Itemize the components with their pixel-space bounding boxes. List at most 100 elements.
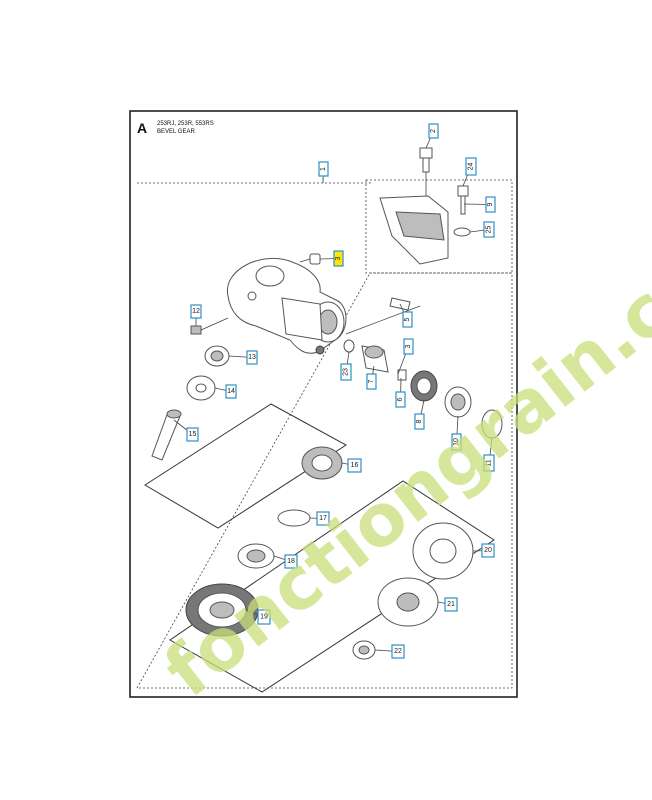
callout-box [403,338,414,355]
screw-12 [190,317,229,335]
lower-left-frame [144,403,347,529]
callout-box [284,554,298,569]
callout-box [444,597,458,612]
disc-21 [377,577,439,627]
callout-label: 9 [487,202,494,206]
callout-box [318,161,329,177]
callout-box [451,433,462,451]
callout-7: 7 [366,365,377,390]
callout-box [391,644,405,659]
callout-box [366,373,377,390]
callout-box [485,196,496,213]
callout-label: 16 [351,462,359,469]
callout-label: 20 [484,547,492,554]
callout-label: 17 [319,515,327,522]
callout-box [190,304,202,319]
callout-label: 3 [405,344,412,348]
callout-14: 14 [214,384,237,399]
bearing-8 [410,370,438,402]
callout-label: 7 [368,379,375,383]
callout-22: 22 [374,644,405,659]
callout-20: 20 [472,543,495,558]
callout-1: 1 [318,161,329,184]
washer-25 [453,227,471,237]
spindle-7 [345,305,421,373]
callout-5: 5 [399,303,413,328]
callout-box [225,384,237,399]
diagram-subtitle: BEVEL GEAR [157,129,195,135]
key-6 [397,369,407,381]
callout-label: 3 [335,256,342,260]
callout-box [186,427,199,442]
callout-box [333,250,344,267]
callout-label: 6 [397,397,404,401]
callout-9: 9 [463,196,496,213]
callout-label: 11 [486,459,493,466]
callout-box [481,543,495,558]
callout-13: 13 [228,350,258,365]
callout-3: 3 [319,250,344,267]
callout-label: 24 [468,163,475,171]
callout-box [257,609,271,625]
bearing-13 [204,345,230,367]
callout-label: 25 [486,226,493,234]
callout-18: 18 [273,554,298,569]
gear-housing [226,257,347,355]
clamp-bracket [379,195,449,265]
callout-6: 6 [395,377,406,408]
callout-3: 3 [397,338,414,375]
callout-24: 24 [462,157,477,187]
circlip-17 [277,509,311,527]
callout-16: 16 [341,458,362,473]
callout-box [246,350,258,365]
model-list: 253RJ, 253R, 553RS [157,121,214,127]
callout-box [316,511,330,526]
callout-label: 23 [343,368,350,376]
callout-label: 18 [287,558,295,565]
diagram-frame [129,110,518,698]
callout-box [483,454,495,472]
callout-label: 10 [453,438,460,446]
callout-box [465,157,477,176]
callout-label: 12 [192,308,200,315]
callout-label: 2 [430,129,437,133]
callout-label: 21 [447,601,455,608]
callout-8: 8 [414,399,425,430]
subassembly-boundary [365,179,513,274]
watermark: fonctiongrain.com [149,191,652,713]
callout-15: 15 [173,419,199,442]
callout-21: 21 [437,597,458,612]
callout-12: 12 [190,304,202,326]
section-letter: A [137,120,147,136]
gear-16 [301,446,343,480]
callout-25: 25 [469,221,495,238]
callout-label: 14 [227,388,235,395]
callout-17: 17 [309,511,330,526]
callout-label: 15 [189,431,197,438]
lower-right-frame [169,480,495,693]
callout-label: 5 [404,317,411,321]
bearing-18 [237,543,275,569]
callout-box [402,311,413,328]
callout-box [340,363,352,381]
callout-19: 19 [245,609,271,625]
bearing-10 [444,386,472,418]
nut-22 [352,640,376,660]
screw-24 [457,185,469,215]
callout-box [428,123,439,139]
housing-screw [299,253,321,265]
flange-19 [185,583,259,637]
bolt-2 [419,147,433,198]
callout-23: 23 [340,351,352,381]
callout-label: 22 [394,648,402,655]
callout-box [395,391,406,408]
callout-2: 2 [425,123,439,149]
callout-10: 10 [451,415,462,451]
callout-label: 8 [416,419,423,423]
callout-box [347,458,362,473]
circlip-23 [343,339,355,353]
callout-box [414,413,425,430]
callout-label: 19 [260,614,268,621]
callout-label: 13 [248,354,256,361]
